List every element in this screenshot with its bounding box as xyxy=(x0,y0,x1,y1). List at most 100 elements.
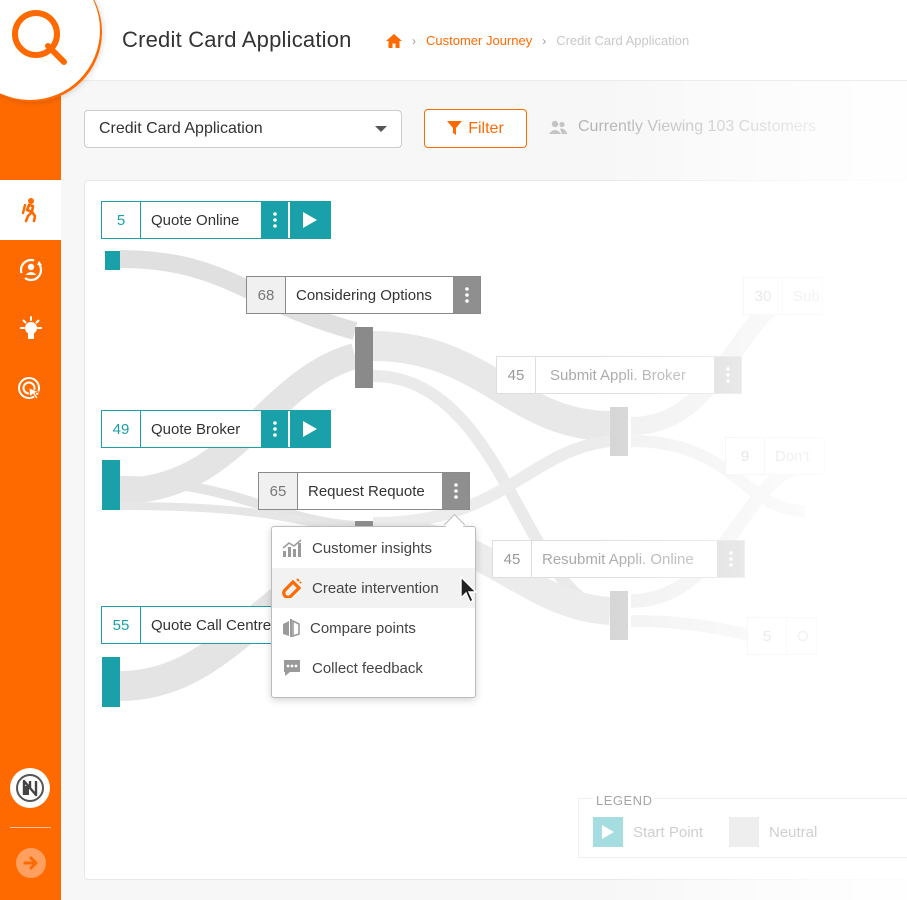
node-menu-button[interactable] xyxy=(261,202,288,238)
node-play-button[interactable] xyxy=(290,411,330,447)
node-count: 5 xyxy=(748,618,787,654)
menu-item-label: Customer insights xyxy=(312,539,433,557)
nav-customer-cycle[interactable] xyxy=(0,240,61,300)
node-count: 55 xyxy=(102,607,141,643)
journey-select-value: Credit Card Application xyxy=(99,120,263,137)
node-count: 45 xyxy=(497,357,536,393)
account-badge[interactable] xyxy=(10,768,50,808)
viewing-text: Currently Viewing 103 Customers xyxy=(578,118,817,135)
kebab-icon xyxy=(453,483,458,499)
node-partial-dont[interactable]: 9 Don't xyxy=(725,437,825,475)
breadcrumb: › Customer Journey › Credit Card Applica… xyxy=(386,33,689,48)
node-menu-button[interactable] xyxy=(717,541,744,577)
node-label: Don't xyxy=(775,447,810,465)
play-icon xyxy=(303,212,317,228)
node-submit-appli-broker[interactable]: 45 Submit Appli. Broker xyxy=(496,356,742,394)
node-count: 5 xyxy=(102,202,141,238)
node-count: 68 xyxy=(247,277,286,313)
lightbulb-icon xyxy=(19,316,42,339)
mouse-cursor-icon xyxy=(460,576,478,603)
node-quote-online[interactable]: 5 Quote Online xyxy=(101,201,331,239)
menu-item-customer-insights[interactable]: Customer insights xyxy=(272,528,475,568)
node-quote-call-centre[interactable]: 55 Quote Call Centre xyxy=(101,606,291,644)
legend-swatch-neutral xyxy=(729,817,759,847)
node-label: Resubmit Appli. Online xyxy=(542,550,694,568)
page-title: Credit Card Application xyxy=(122,27,352,52)
node-menu-button[interactable] xyxy=(714,357,741,393)
node-label: Sub xyxy=(793,287,820,305)
chat-bubble-icon xyxy=(284,660,300,676)
home-icon[interactable] xyxy=(386,33,402,48)
node-count: 30 xyxy=(744,278,783,314)
compare-icon xyxy=(283,619,300,638)
nav-insights[interactable] xyxy=(0,300,61,360)
kebab-icon xyxy=(464,287,469,303)
node-context-menu: Customer insights Create intervention Co… xyxy=(271,526,476,698)
legend: LEGEND Start Point Neutral xyxy=(578,793,907,858)
caret-down-icon xyxy=(375,126,387,132)
viewing-customers: Currently Viewing 103 Customers xyxy=(548,118,816,136)
filter-button[interactable]: Filter xyxy=(424,109,527,148)
node-label: O xyxy=(797,627,809,645)
legend-item-start-point: Start Point xyxy=(593,817,703,847)
node-partial-other[interactable]: 5 O xyxy=(747,617,817,655)
node-menu-button[interactable] xyxy=(261,411,288,447)
node-count: 9 xyxy=(726,438,765,474)
legend-item-neutral: Neutral xyxy=(729,817,817,847)
brand-badge-icon xyxy=(16,774,44,802)
node-label: Request Requote xyxy=(308,482,425,500)
user-cycle-icon xyxy=(19,258,42,282)
logo-icon xyxy=(12,10,67,65)
node-label: Considering Options xyxy=(296,286,432,304)
magnet-icon xyxy=(282,578,302,598)
kebab-icon xyxy=(272,212,277,228)
menu-item-collect-feedback[interactable]: Collect feedback xyxy=(272,648,475,688)
node-resubmit-appli-online[interactable]: 45 Resubmit Appli. Online xyxy=(492,540,745,578)
touch-target-icon xyxy=(17,377,40,400)
play-icon xyxy=(303,421,317,437)
nav-touchpoints[interactable] xyxy=(0,360,61,420)
breadcrumb-link-customer-journey[interactable]: Customer Journey xyxy=(426,33,533,48)
bar-chart-icon xyxy=(282,539,302,557)
node-play-button[interactable] xyxy=(290,202,330,238)
legend-label: Start Point xyxy=(633,823,704,841)
journey-select[interactable]: Credit Card Application xyxy=(84,110,402,148)
filter-label: Filter xyxy=(468,119,504,137)
breadcrumb-separator: › xyxy=(542,33,547,48)
node-menu-button[interactable] xyxy=(453,277,480,313)
breadcrumb-separator: › xyxy=(412,33,416,48)
node-partial-submit[interactable]: 30 Sub xyxy=(743,277,823,315)
arrow-right-icon xyxy=(23,856,38,870)
funnel-icon xyxy=(447,121,463,135)
node-quote-broker[interactable]: 49 Quote Broker xyxy=(101,410,331,448)
kebab-icon xyxy=(725,367,730,383)
node-label: Submit Appli. Broker xyxy=(550,366,686,384)
sidebar xyxy=(0,0,61,900)
legend-label: Neutral xyxy=(769,823,818,841)
header-divider xyxy=(61,80,907,81)
legend-swatch-start xyxy=(593,817,623,847)
hiker-icon xyxy=(21,198,36,223)
node-label: Quote Online xyxy=(151,211,240,229)
node-label: Quote Call Centre xyxy=(151,616,272,634)
kebab-icon xyxy=(272,421,277,437)
menu-item-label: Collect feedback xyxy=(312,659,423,677)
users-icon xyxy=(549,120,568,134)
sidebar-divider xyxy=(10,827,51,828)
node-considering-options[interactable]: 68 Considering Options xyxy=(246,276,481,314)
node-label: Quote Broker xyxy=(151,420,241,438)
node-count: 45 xyxy=(493,541,532,577)
node-menu-button[interactable] xyxy=(442,473,469,509)
breadcrumb-current: Credit Card Application xyxy=(556,33,690,48)
menu-item-compare-points[interactable]: Compare points xyxy=(272,608,475,648)
node-count: 65 xyxy=(259,473,298,509)
menu-item-label: Compare points xyxy=(310,619,416,637)
play-icon xyxy=(602,825,614,839)
node-count: 49 xyxy=(102,411,141,447)
node-request-requote[interactable]: 65 Request Requote xyxy=(258,472,470,510)
nav-customer-journey[interactable] xyxy=(0,180,61,240)
kebab-icon xyxy=(728,551,733,567)
logout-button[interactable] xyxy=(16,848,46,878)
menu-item-label: Create intervention xyxy=(312,579,439,597)
menu-item-create-intervention[interactable]: Create intervention xyxy=(272,568,475,608)
